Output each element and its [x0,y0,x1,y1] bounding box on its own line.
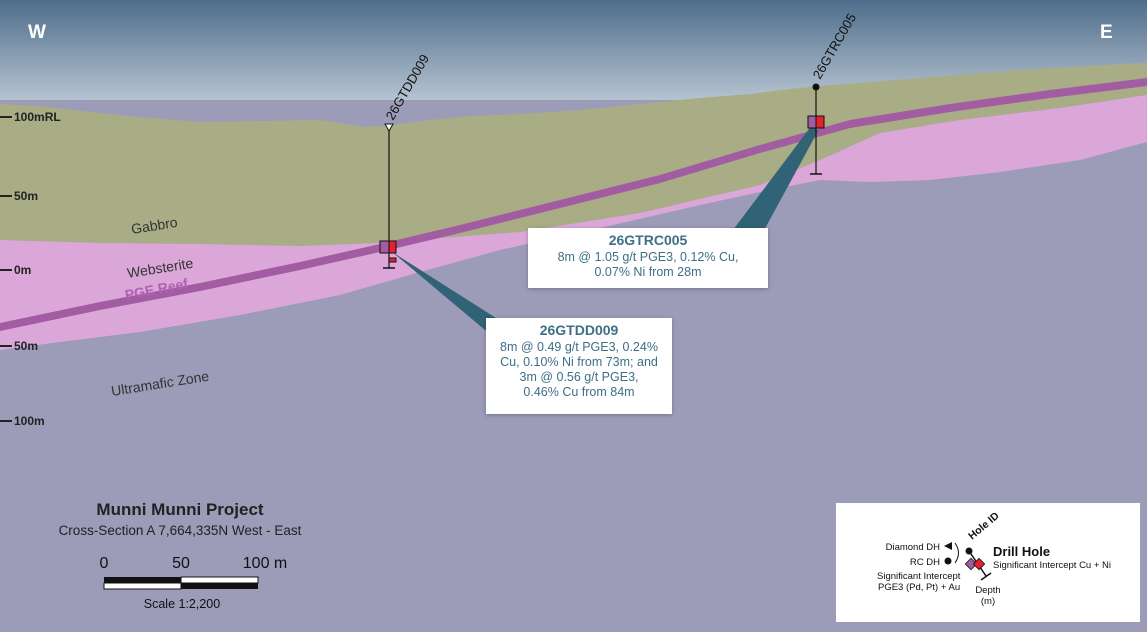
callout-line: Cu, 0.10% Ni from 73m; and [500,355,658,369]
callout-line: 0.07% Ni from 28m [594,265,702,279]
section-subtitle: Cross-Section A 7,664,335N West - East [58,523,302,538]
callout-26gtdd009: 26GTDD009 8m @ 0.49 g/t PGE3, 0.24% Cu, … [486,318,672,414]
websterite-unit [0,95,1147,350]
legend-bracket [954,542,959,564]
rc-dh-symbol-icon [944,557,952,565]
legend-diamond-dh: Diamond DH [886,542,941,553]
gabbro-unit [0,63,1147,246]
elevation-axis: 100mRL 50m 0m 50m 100m [0,110,61,428]
scale-tick-50: 50 [172,555,190,572]
project-title: Munni Munni Project [96,500,264,519]
legend-drill-hole: Drill Hole [993,544,1050,559]
legend-depth-tick [980,572,992,581]
callout-title: 26GTDD009 [539,322,619,338]
legend-hole-id: Hole ID [966,510,1002,543]
rc-dh-collar [812,83,820,91]
legend-intercept-pge-detail: PGE3 (Pd, Pt) + Au [878,582,960,593]
scale-bar: 0 50 100 m Scale 1:2,200 [100,555,288,611]
scale-segment-white-lower [103,582,182,590]
label-gabbro: Gabbro [130,214,179,237]
title-block: Munni Munni Project Cross-Section A 7,66… [20,500,340,538]
callout-leader-gtrc005 [730,125,818,234]
scale-segment-black [104,577,181,583]
legend-depth-unit: (m) [981,596,995,607]
scale-segment-black-lower [181,583,258,589]
pge-reef [0,78,1147,331]
callout-line: 0.46% Cu from 84m [523,385,635,399]
scale-text: Scale 1:2,200 [144,597,220,611]
intercept-cu-ni [388,240,397,254]
scale-segment-white [180,576,259,584]
elevation-label-50m: 50m [14,189,38,203]
callout-title: 26GTRC005 [608,232,688,248]
scale-tick-0: 0 [100,555,109,572]
callout-26gtrc005: 26GTRC005 8m @ 1.05 g/t PGE3, 0.12% Cu, … [528,228,768,288]
diamond-dh-collar [384,123,394,133]
legend-cu-ni-intercept-icon [972,557,986,571]
legend: Diamond DH RC DH Hole ID Drill Hole Sign… [836,503,1140,622]
legend-pge3-intercept-icon [964,557,978,571]
compass-east: E [1100,22,1113,43]
elevation-label-minus100m: 100m [14,414,45,428]
intercept-cu-ni [815,115,825,129]
compass-west: W [28,22,46,43]
elevation-label-100mrl: 100mRL [14,110,61,124]
callout-line: 8m @ 1.05 g/t PGE3, 0.12% Cu, [557,250,739,264]
diamond-dh-symbol-icon [944,542,952,550]
elevation-label-0m: 0m [14,263,31,277]
callout-line: 3m @ 0.56 g/t PGE3, [519,370,639,384]
legend-canvas: Diamond DH RC DH Hole ID Drill Hole Sign… [877,510,1111,607]
legend-intercept-pge: Significant Intercept [877,571,961,582]
legend-depth: Depth [975,585,1000,596]
elevation-label-minus50m: 50m [14,339,38,353]
legend-rc-dh: RC DH [910,557,940,568]
intercept-cu-ni-lower [388,257,397,263]
legend-intercept-cu-ni: Significant Intercept Cu + Ni [993,560,1111,571]
callout-line: 8m @ 0.49 g/t PGE3, 0.24% [500,340,658,354]
scale-tick-100: 100 m [243,555,287,572]
